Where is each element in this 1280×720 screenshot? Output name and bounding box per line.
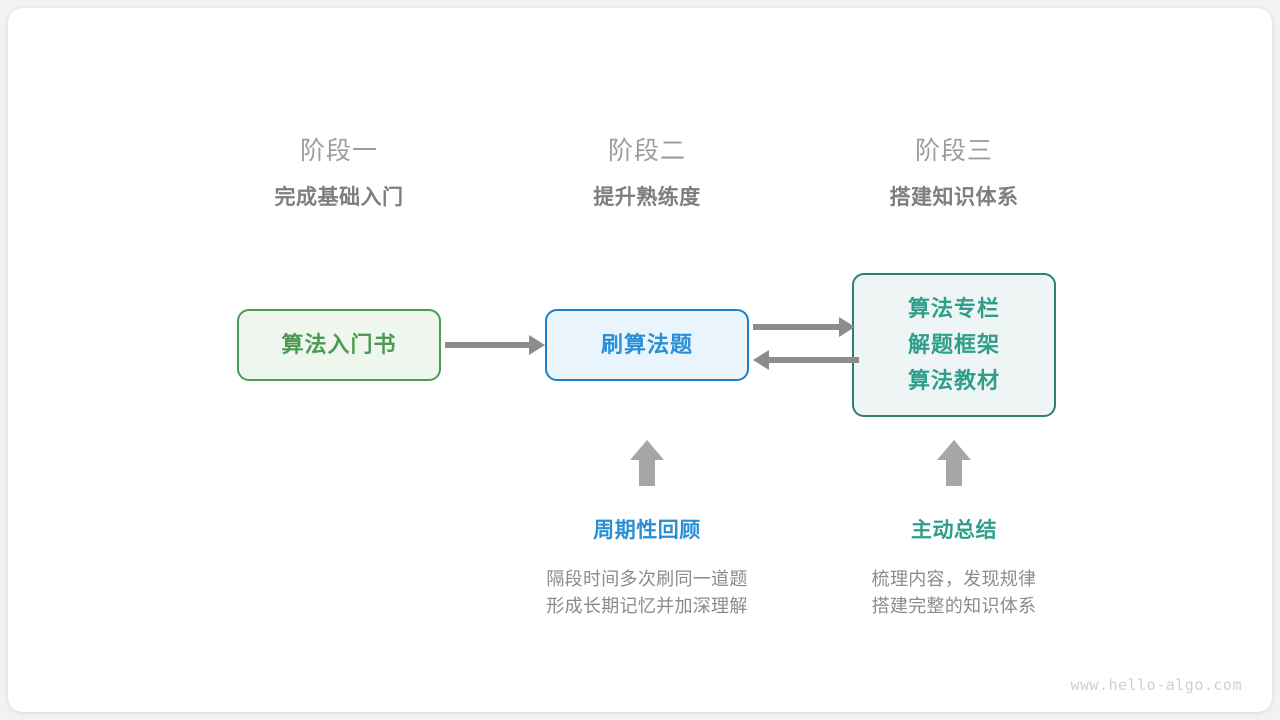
watermark: www.hello-algo.com	[1070, 676, 1242, 694]
up-arrow-head-review	[630, 440, 664, 460]
up-arrow-icon-review	[630, 440, 664, 486]
stage-header-1: 阶段一 完成基础入门	[209, 134, 469, 214]
stage-subtitle-3: 搭建知识体系	[889, 186, 1019, 209]
note-review-desc-line-2: 形成长期记忆并加深理解	[546, 596, 748, 616]
up-arrow-head-summary	[937, 440, 971, 460]
node-book-label: 算法入门书	[281, 332, 397, 357]
node-practice-problems[interactable]: 刷算法题	[545, 309, 749, 381]
up-arrow-icon-summary	[937, 440, 971, 486]
stage-number-3: 阶段三	[914, 137, 993, 165]
diagram-card: 阶段一 完成基础入门 阶段二 提升熟练度 阶段三 搭建知识体系 算法入门书 刷算…	[8, 8, 1272, 712]
stage-number-1: 阶段一	[299, 137, 378, 165]
arrow-book-to-practice-line	[445, 342, 531, 348]
stage-header-3: 阶段三 搭建知识体系	[824, 134, 1084, 214]
note-periodic-review: 周期性回顾 隔段时间多次刷同一道题 形成长期记忆并加深理解	[487, 516, 807, 620]
note-summary-description: 梳理内容，发现规律 搭建完整的知识体系	[794, 566, 1114, 620]
note-summary-title: 主动总结	[911, 519, 997, 542]
stage-subtitle-1: 完成基础入门	[274, 186, 404, 209]
stage-number-2: 阶段二	[607, 137, 686, 165]
note-review-title: 周期性回顾	[593, 519, 701, 542]
node-resources-line-1: 算法专栏	[907, 296, 1000, 321]
note-summary-desc-line-1: 梳理内容，发现规律	[871, 569, 1037, 589]
node-learning-resources[interactable]: 算法专栏 解题框架 算法教材	[852, 273, 1056, 417]
node-practice-label: 刷算法题	[600, 332, 693, 357]
stage-header-2: 阶段二 提升熟练度	[517, 134, 777, 214]
node-resources-line-2: 解题框架	[907, 332, 1000, 357]
arrow-practice-to-resources-line	[753, 324, 843, 330]
node-algorithm-intro-book[interactable]: 算法入门书	[237, 309, 441, 381]
up-arrow-shaft-review	[639, 458, 655, 486]
note-active-summary: 主动总结 梳理内容，发现规律 搭建完整的知识体系	[794, 516, 1114, 620]
note-review-desc-line-1: 隔段时间多次刷同一道题	[546, 569, 748, 589]
up-arrow-shaft-summary	[946, 458, 962, 486]
arrow-practice-to-resources-head-icon	[839, 317, 855, 337]
arrow-resources-to-practice-line	[769, 357, 859, 363]
node-resources-line-3: 算法教材	[907, 368, 1000, 393]
arrow-book-to-practice-head-icon	[529, 335, 545, 355]
note-review-description: 隔段时间多次刷同一道题 形成长期记忆并加深理解	[487, 566, 807, 620]
arrow-resources-to-practice-head-icon	[753, 350, 769, 370]
note-summary-desc-line-2: 搭建完整的知识体系	[871, 596, 1037, 616]
stage-subtitle-2: 提升熟练度	[593, 186, 701, 209]
